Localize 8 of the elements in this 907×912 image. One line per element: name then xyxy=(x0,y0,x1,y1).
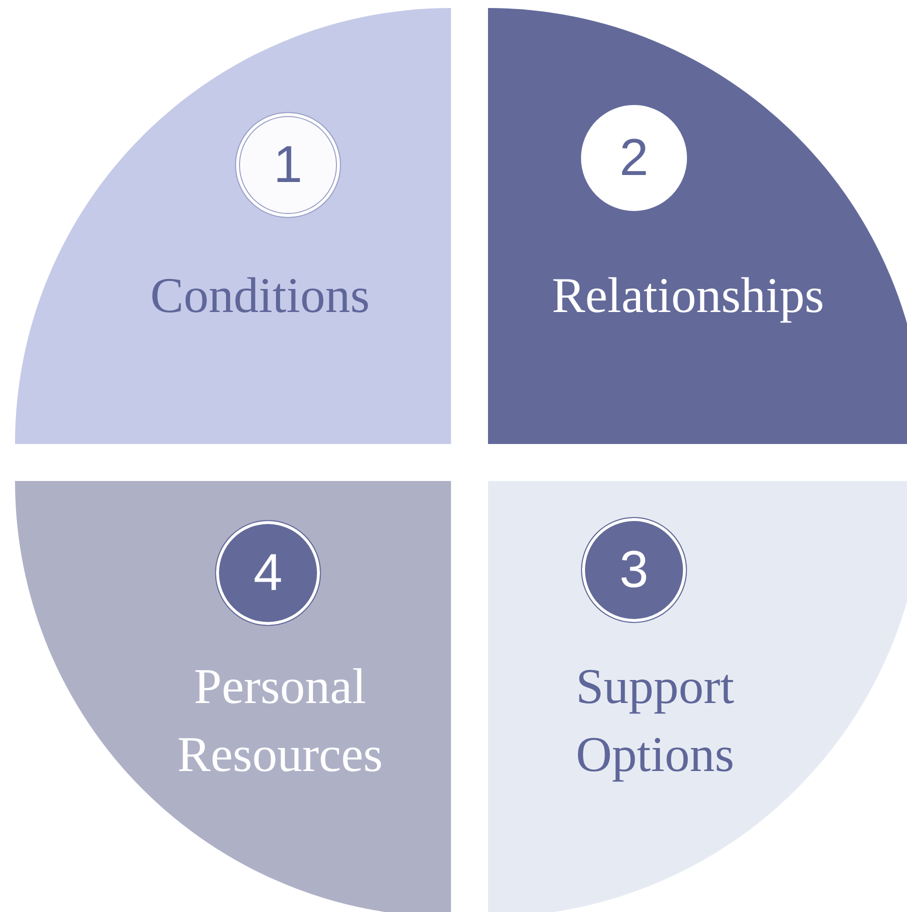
quadrant-panel xyxy=(488,8,907,444)
quadrant-panel xyxy=(15,481,451,912)
quadrant-title: Conditions xyxy=(149,266,371,325)
quadrant-title: Relationships xyxy=(550,266,826,325)
quadrant-panel xyxy=(15,8,451,444)
quadrant-title: Support Options xyxy=(574,657,736,784)
quadrant-title: Personal Resources xyxy=(176,657,384,784)
quadrant-panel xyxy=(488,481,907,912)
